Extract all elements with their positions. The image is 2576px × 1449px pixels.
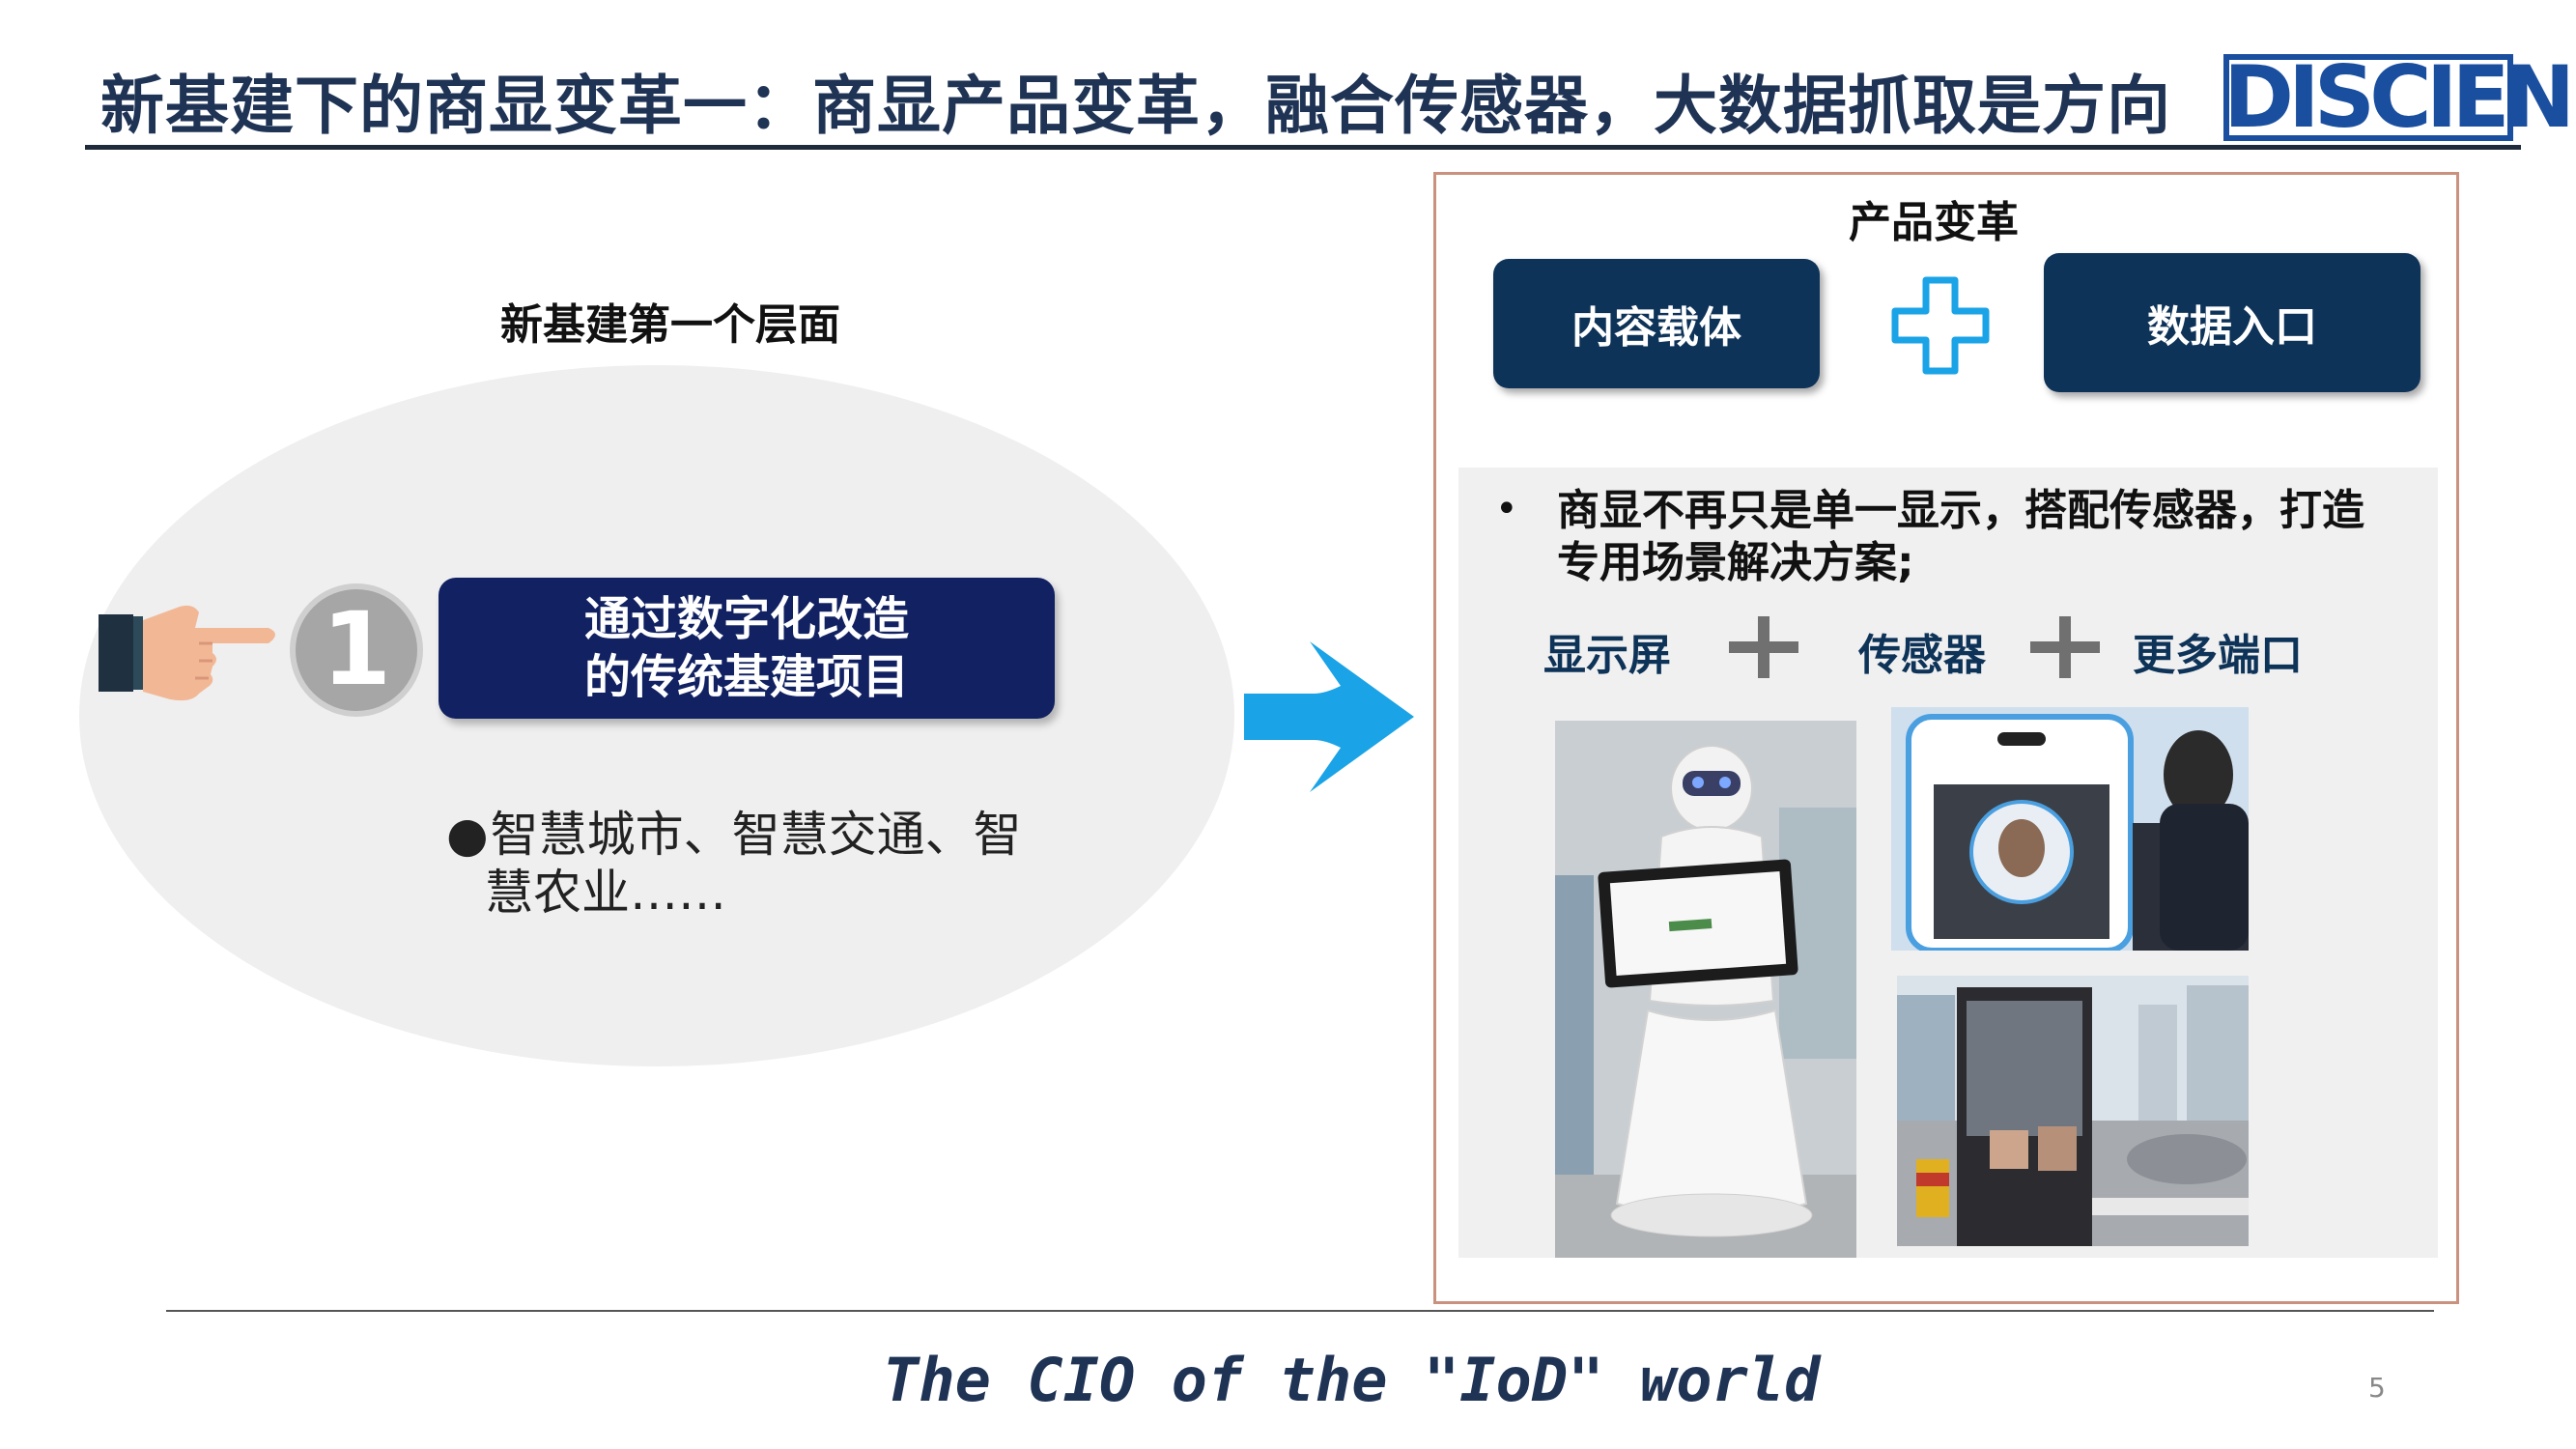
right-bullet-dot: • bbox=[1495, 487, 1518, 531]
footer-slogan: The CIO of the "IoD" world bbox=[883, 1345, 1821, 1415]
term-display-screen: 显示屏 bbox=[1543, 631, 1671, 680]
logo-frame bbox=[2223, 54, 2513, 141]
left-bullet: ●智慧城市、智慧交通、智 慧农业…… bbox=[446, 806, 1045, 922]
left-bullet-line-1: 智慧城市、智慧交通、智 bbox=[490, 807, 1022, 863]
face-terminal-illustration bbox=[1891, 707, 2249, 951]
street-gate-photo bbox=[1897, 976, 2249, 1246]
digital-transformation-pill: 通过数字化改造 的传统基建项目 bbox=[439, 578, 1055, 719]
footer-divider bbox=[166, 1310, 2434, 1312]
face-recognition-photo bbox=[1891, 707, 2249, 951]
panel-title: 产品变革 bbox=[1849, 198, 2019, 247]
term-sensor: 传感器 bbox=[1858, 631, 1986, 680]
robot-illustration bbox=[1555, 721, 1856, 1258]
plus-icon bbox=[1891, 276, 1990, 375]
pointing-hand-icon bbox=[99, 605, 275, 701]
step-number-badge: 1 bbox=[290, 583, 423, 717]
left-subtitle: 新基建第一个层面 bbox=[500, 300, 840, 350]
content-carrier-box: 内容载体 bbox=[1493, 259, 1820, 388]
logo-text: DISCIEN bbox=[2223, 47, 2575, 147]
robot-photo bbox=[1555, 721, 1856, 1258]
term-more-ports: 更多端口 bbox=[2133, 631, 2303, 680]
pill-line-2: 的传统基建项目 bbox=[583, 650, 909, 704]
bullet-dot: ● bbox=[446, 807, 489, 863]
pill-line-1: 通过数字化改造 bbox=[583, 592, 909, 646]
page-number: 5 bbox=[2368, 1372, 2386, 1404]
data-entry-box: 数据入口 bbox=[2044, 253, 2420, 392]
page-title: 新基建下的商显变革一：商显产品变革，融合传感器，大数据抓取是方向 bbox=[100, 69, 2171, 143]
plus-gray-icon bbox=[1729, 616, 1798, 678]
left-bullet-line-2: 慧农业…… bbox=[485, 865, 726, 921]
plus-gray-icon bbox=[2030, 616, 2100, 678]
header-divider bbox=[85, 145, 2521, 150]
company-logo: DISCIEN bbox=[2223, 47, 2575, 147]
right-arrow-icon bbox=[1244, 641, 1414, 792]
street-gate-illustration bbox=[1897, 976, 2249, 1246]
right-bullet-text: 商显不再只是单一显示，搭配传感器，打造专用场景解决方案; bbox=[1557, 486, 2364, 587]
